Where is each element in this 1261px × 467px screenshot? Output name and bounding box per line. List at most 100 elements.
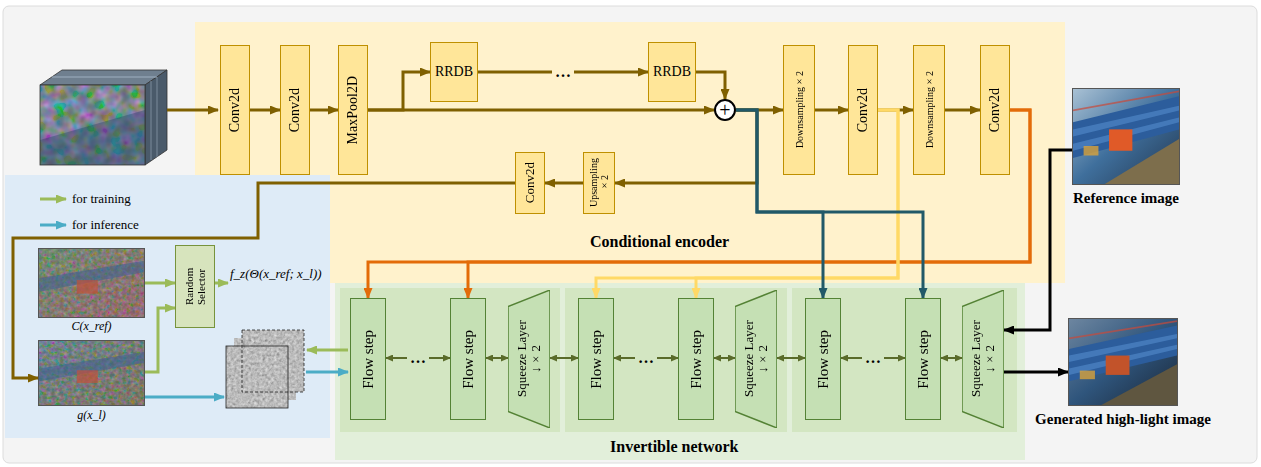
box-label: Downsampling×2 [794, 71, 805, 148]
connector [145, 282, 175, 285]
connector [941, 357, 962, 359]
box-label: Conv2d [855, 88, 870, 132]
art-svg [1069, 319, 1177, 405]
edge-label: … [862, 350, 884, 366]
box-label: Flow step [815, 330, 832, 389]
legend-text: for training [72, 191, 131, 207]
box-label: Flow step [688, 330, 705, 389]
art-svg [1073, 89, 1179, 184]
process-box: Flow step [450, 298, 486, 420]
process-box: Flow step [805, 298, 841, 420]
box-label: Conv2d [523, 162, 537, 203]
process-box: Upsampling ×2 [583, 152, 615, 214]
art-rect [1069, 319, 1177, 405]
connector [550, 357, 578, 359]
connector [468, 110, 1030, 298]
image-panel: g(x_l) [38, 340, 145, 406]
image-caption: C(x_ref) [71, 319, 111, 334]
panel-title: Conditional encoder [590, 233, 729, 251]
art-rect [77, 370, 98, 383]
legend-sample [40, 198, 66, 201]
box-label: Squeeze Layer ↓×2 [742, 313, 771, 405]
process-box: Downsampling×2 [913, 45, 945, 175]
outer-frame [3, 6, 1257, 463]
image-caption: g(x_l) [77, 408, 106, 423]
process-box: Random Selector [175, 245, 215, 328]
art-line [151, 81, 152, 160]
connector [1004, 371, 1068, 374]
art-polygon [1105, 139, 1179, 184]
box-label: Random Selector [183, 249, 207, 324]
box-label: Conv2d [287, 88, 302, 132]
box-label: Upsampling ×2 [588, 156, 610, 210]
connector [777, 357, 805, 359]
squeeze-trapezoid: Squeeze Layer ↓×2 [962, 290, 1004, 428]
process-box: Flow step [350, 298, 386, 420]
box-label: Squeeze Layer ↓×2 [515, 313, 544, 405]
art-rect [40, 85, 145, 165]
edge-label: … [635, 350, 657, 366]
art-rect [39, 249, 144, 317]
process-box: RRDB [430, 42, 478, 102]
connector [696, 72, 725, 99]
box-label: Flow step [460, 330, 477, 389]
art-polygon [962, 290, 1004, 428]
formula-label: f_z(Θ(x_ref; x_l)) [230, 266, 322, 282]
art-polygon [1073, 118, 1179, 151]
art-rect [39, 341, 144, 405]
inference-arrow [306, 371, 348, 374]
connector [1004, 150, 1072, 330]
box-label: Flow step [588, 330, 605, 389]
box-label: Flow step [915, 330, 932, 389]
art-polygon [40, 110, 145, 165]
sum-circle: + [714, 99, 736, 121]
art-polygon [508, 290, 550, 428]
process-box: Conv2d [220, 45, 250, 175]
box-label: Squeeze Layer ↓×2 [969, 313, 998, 405]
art-rect [40, 85, 145, 165]
legend-sample [40, 224, 66, 227]
art-rect [242, 330, 304, 392]
process-box: MaxPool2D [338, 45, 368, 175]
image-caption: Generated high-light image [1035, 411, 1211, 428]
box-label: Conv2d [227, 88, 242, 132]
panel-region: Conditional encoderConv2dConv2dMaxPool2D… [195, 22, 1065, 283]
connector [368, 109, 714, 112]
process-box: Conv2d [980, 45, 1010, 175]
squeeze-trapezoid: Squeeze Layer ↓×2 [508, 290, 550, 428]
training-arrow [307, 349, 348, 352]
connector [486, 357, 508, 359]
process-box: RRDB [648, 42, 696, 102]
connector [250, 109, 280, 112]
noise-stack [226, 330, 304, 408]
sampling-region [5, 175, 330, 438]
process-box: Flow step [678, 298, 714, 420]
art-rect [77, 280, 98, 294]
art-polygon [1069, 345, 1177, 375]
flow-group [565, 288, 787, 432]
art-line [1069, 321, 1177, 338]
connector [368, 72, 430, 110]
connector [310, 109, 338, 112]
connector [714, 357, 735, 359]
process-box: Conv2d [515, 152, 545, 214]
box-label: MaxPool2D [345, 76, 360, 144]
box-label: RRDB [435, 64, 473, 80]
edge-label: … [552, 64, 574, 80]
box-label: Flow step [360, 330, 377, 389]
process-box: Conv2d [848, 45, 878, 175]
connector [145, 308, 175, 372]
art-rect [1073, 89, 1179, 184]
art-line [52, 77, 157, 78]
art-rect [39, 341, 144, 405]
art-rect [1109, 129, 1132, 150]
image-panel: Generated high-light image [1068, 318, 1178, 406]
flow-group [792, 288, 1017, 432]
art-rect [1084, 146, 1099, 156]
connector [815, 109, 848, 112]
box-label: RRDB [653, 64, 691, 80]
art-svg [39, 341, 144, 405]
art-rect [226, 346, 288, 408]
legend-text: for inference [72, 217, 139, 233]
